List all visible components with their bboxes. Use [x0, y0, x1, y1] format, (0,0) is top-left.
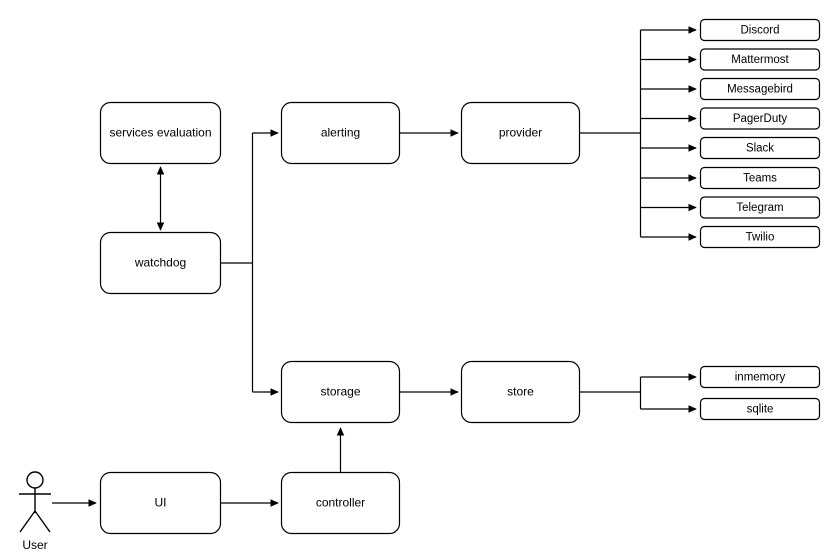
- leaf-messagebird-label: Messagebird: [727, 84, 793, 96]
- node-services-evaluation[interactable]: services evaluation: [99, 101, 222, 165]
- leaf-sqlite-label: sqlite: [747, 404, 774, 416]
- leaf-mattermost[interactable]: Mattermost: [699, 48, 821, 71]
- leaf-inmemory-label: inmemory: [735, 372, 786, 384]
- leaf-twilio-label: Twilio: [746, 232, 775, 244]
- node-store-label: store: [507, 385, 534, 399]
- node-provider-label: provider: [499, 126, 542, 140]
- node-ui[interactable]: UI: [99, 471, 222, 535]
- leaf-telegram[interactable]: Telegram: [699, 196, 821, 219]
- leaf-twilio[interactable]: Twilio: [699, 225, 821, 249]
- leaf-discord-label: Discord: [741, 25, 780, 37]
- node-watchdog[interactable]: watchdog: [99, 231, 222, 295]
- leaf-pagerduty-label: PagerDuty: [733, 113, 788, 125]
- leaf-messagebird[interactable]: Messagebird: [699, 77, 821, 101]
- node-alerting[interactable]: alerting: [280, 101, 401, 165]
- node-provider[interactable]: provider: [460, 101, 581, 165]
- node-storage[interactable]: storage: [280, 360, 401, 424]
- leaf-teams-label: Teams: [743, 173, 777, 185]
- leaf-telegram-label: Telegram: [736, 202, 783, 214]
- node-alerting-label: alerting: [321, 126, 360, 140]
- node-store[interactable]: store: [460, 360, 581, 424]
- edge-watchdog-branch-trunk: [221, 133, 254, 392]
- leaf-inmemory[interactable]: inmemory: [699, 365, 821, 389]
- actor-user-label: User: [22, 538, 47, 552]
- edge-provider-fanout-trunk: [580, 30, 642, 237]
- node-services-evaluation-label: services evaluation: [109, 126, 211, 140]
- actor-leg-right-icon: [34, 510, 51, 533]
- actor-leg-left-icon: [19, 510, 36, 533]
- node-storage-label: storage: [320, 385, 360, 399]
- leaf-pagerduty[interactable]: PagerDuty: [699, 107, 821, 130]
- leaf-sqlite[interactable]: sqlite: [699, 397, 821, 421]
- actor-head-icon: [26, 471, 44, 489]
- leaf-mattermost-label: Mattermost: [731, 54, 789, 66]
- node-controller[interactable]: controller: [280, 471, 401, 535]
- edge-store-fanout-trunk: [580, 377, 642, 409]
- node-ui-label: UI: [155, 496, 167, 510]
- leaf-discord[interactable]: Discord: [699, 18, 821, 42]
- leaf-slack-label: Slack: [746, 143, 774, 155]
- leaf-slack[interactable]: Slack: [699, 136, 821, 160]
- node-watchdog-label: watchdog: [134, 256, 186, 270]
- node-controller-label: controller: [316, 496, 365, 510]
- actor-user: User: [19, 471, 51, 552]
- leaf-teams[interactable]: Teams: [699, 166, 821, 190]
